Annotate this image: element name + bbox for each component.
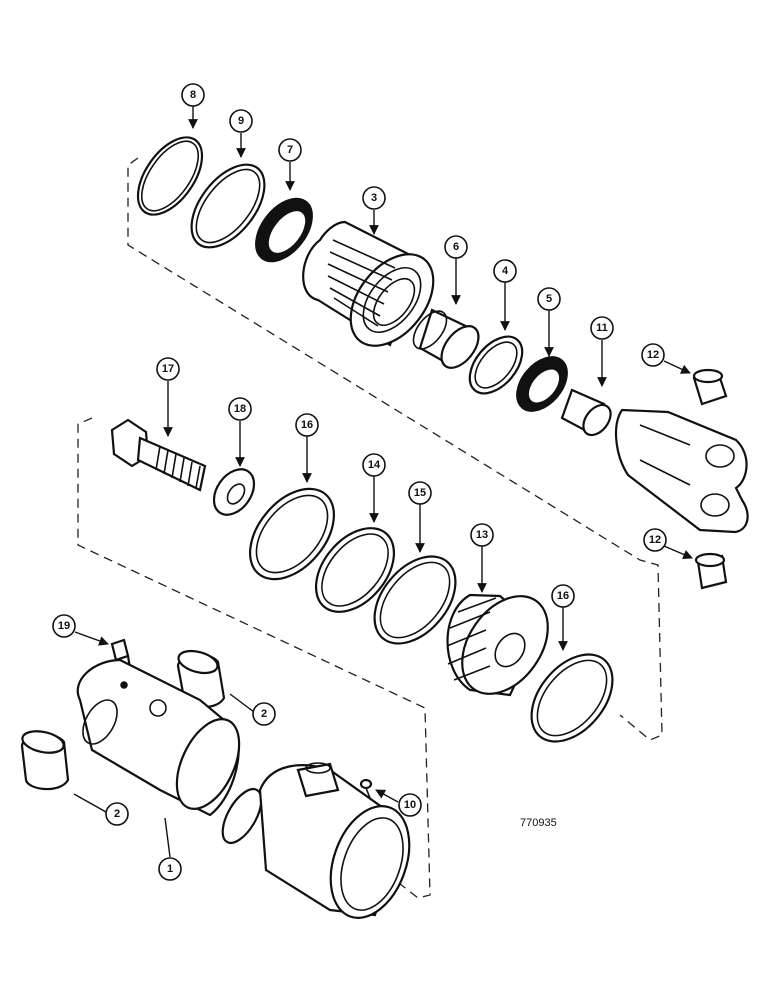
svg-text:12: 12 (649, 534, 661, 546)
part-15-ring (373, 555, 457, 645)
part-16-ring-lower (530, 653, 614, 743)
part-10-screw (359, 778, 373, 799)
svg-text:2: 2 (261, 708, 267, 720)
callout-2-lower: 2 (105, 802, 129, 826)
part-3-gland (302, 220, 435, 347)
part-16-ring-upper (248, 487, 336, 581)
svg-text:9: 9 (238, 115, 244, 127)
part-18-washer (212, 468, 256, 516)
svg-text:2: 2 (114, 808, 120, 820)
barrel-tube (258, 762, 411, 919)
part-2-bushing-lower (20, 730, 70, 791)
part-14-ring (314, 527, 396, 613)
callout-6: 6 (444, 235, 468, 259)
callout-16-lower: 16 (551, 584, 575, 608)
svg-text:12: 12 (647, 349, 659, 361)
part-6-bushing (412, 308, 480, 369)
callout-5: 5 (537, 287, 561, 311)
part-7-wiper-seal (255, 197, 313, 263)
svg-text:8: 8 (190, 89, 196, 101)
svg-text:16: 16 (301, 419, 313, 431)
svg-text:13: 13 (476, 529, 488, 541)
part-12-bushing-lower (694, 552, 728, 590)
callout-18: 18 (228, 397, 252, 421)
callout-16-upper: 16 (295, 413, 319, 437)
part-13-piston (446, 593, 549, 697)
svg-text:1: 1 (167, 863, 173, 875)
drawing-number: 770935 (520, 817, 557, 829)
svg-text:5: 5 (546, 293, 552, 305)
part-5-seal (516, 356, 568, 412)
part-11-sleeve (560, 388, 612, 437)
callout-8: 8 (181, 83, 205, 107)
callout-7: 7 (278, 138, 302, 162)
svg-text:4: 4 (502, 265, 509, 277)
svg-text:17: 17 (162, 363, 174, 375)
middle-group-outline (77, 417, 431, 899)
svg-text:19: 19 (58, 620, 70, 632)
part-4-ring (468, 335, 524, 395)
callout-11: 11 (590, 316, 614, 340)
svg-text:6: 6 (453, 241, 459, 253)
svg-text:16: 16 (557, 590, 569, 602)
callout-12-lower: 12 (643, 528, 667, 552)
callout-13: 13 (470, 523, 494, 547)
callout-9: 9 (229, 109, 253, 133)
svg-text:15: 15 (414, 487, 426, 499)
rod-eye-clevis (615, 408, 749, 534)
svg-text:10: 10 (404, 799, 416, 811)
callout-2-upper: 2 (252, 702, 276, 726)
callout-14: 14 (362, 453, 386, 477)
callout-19: 19 (52, 614, 76, 638)
barrel-ring (221, 787, 263, 845)
callout-10: 10 (398, 793, 422, 817)
upper-group-outline (127, 157, 663, 741)
part-1-barrel-end (76, 658, 241, 817)
part-12-bushing-upper (692, 368, 728, 406)
callout-4: 4 (493, 259, 517, 283)
svg-text:7: 7 (287, 144, 293, 156)
callout-3: 3 (362, 186, 386, 210)
svg-text:14: 14 (368, 459, 381, 471)
part-9-backup-ring (190, 163, 266, 249)
callout-12-upper: 12 (641, 343, 665, 367)
part-2-bushing-upper (176, 649, 226, 709)
svg-text:3: 3 (371, 192, 377, 204)
callout-1: 1 (158, 857, 182, 881)
callout-15: 15 (408, 481, 432, 505)
part-8-o-ring (136, 136, 204, 216)
part-17-bolt (110, 418, 207, 492)
callout-leaders (73, 106, 693, 858)
svg-text:18: 18 (234, 403, 246, 415)
svg-text:11: 11 (596, 322, 608, 334)
callout-17: 17 (156, 357, 180, 381)
